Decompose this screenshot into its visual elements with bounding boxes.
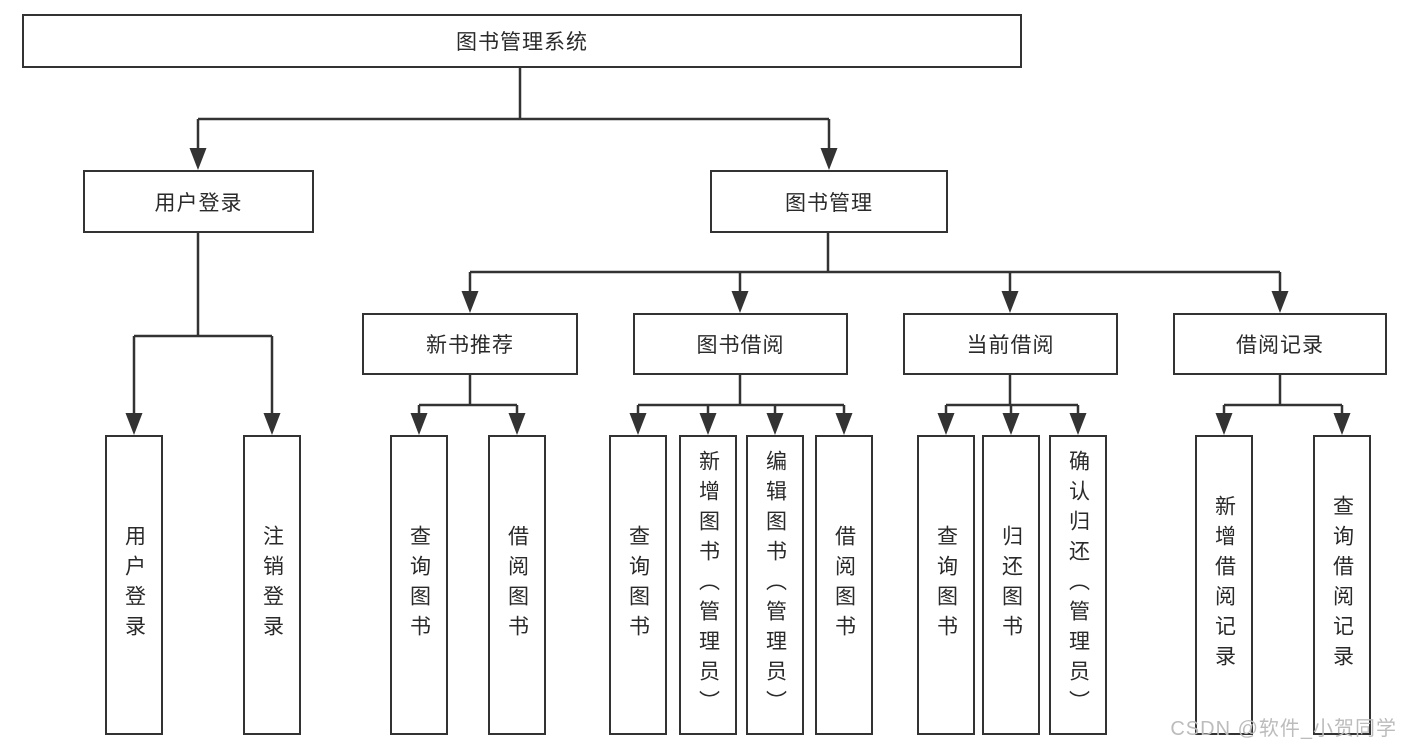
leaf-label: 注销登录 <box>260 525 284 645</box>
leaf-label: 查询借阅记录 <box>1330 495 1354 675</box>
node-user-login-branch: 用户登录 <box>83 170 314 233</box>
node-label: 当前借阅 <box>966 334 1055 357</box>
node-label: 新书推荐 <box>426 334 514 357</box>
csdn-watermark: CSDN @软件_小贺同学 <box>1170 718 1397 740</box>
leaf-edit-books-admin: 编辑图书（管理员） <box>746 435 804 735</box>
node-new-book-recommend: 新书推荐 <box>362 313 578 375</box>
leaf-logout: 注销登录 <box>243 435 301 735</box>
leaf-user-login: 用户登录 <box>105 435 163 735</box>
node-label: 用户登录 <box>154 191 243 215</box>
leaf-label: 查询图书 <box>934 525 958 645</box>
leaf-label: 用户登录 <box>122 525 146 645</box>
leaf-confirm-return-admin: 确认归还（管理员） <box>1049 435 1107 735</box>
arrowhead-icons <box>125 148 1351 435</box>
leaf-label: 查询图书 <box>626 525 650 645</box>
node-label: 图书借阅 <box>696 334 785 357</box>
node-root-library-system: 图书管理系统 <box>22 14 1022 68</box>
leaf-borrow-books-recommend: 借阅图书 <box>488 435 546 735</box>
node-label: 图书管理 <box>785 191 873 215</box>
leaf-query-books-borrowing: 查询图书 <box>609 435 667 735</box>
leaf-label: 查询图书 <box>407 525 431 645</box>
node-borrow-records: 借阅记录 <box>1173 313 1387 375</box>
leaf-label: 新增图书（管理员） <box>696 450 720 720</box>
node-current-borrowing: 当前借阅 <box>903 313 1118 375</box>
leaf-label: 新增借阅记录 <box>1212 495 1236 675</box>
leaf-add-borrow-record: 新增借阅记录 <box>1195 435 1253 735</box>
leaf-label: 编辑图书（管理员） <box>763 450 787 720</box>
node-book-borrowing: 图书借阅 <box>633 313 848 375</box>
leaf-add-books-admin: 新增图书（管理员） <box>679 435 737 735</box>
leaf-label: 归还图书 <box>999 525 1023 645</box>
node-label: 图书管理系统 <box>456 31 588 54</box>
leaf-borrow-books: 借阅图书 <box>815 435 873 735</box>
leaf-label: 确认归还（管理员） <box>1066 450 1090 720</box>
leaf-label: 借阅图书 <box>505 525 529 645</box>
leaf-return-books: 归还图书 <box>982 435 1040 735</box>
leaf-query-books-recommend: 查询图书 <box>390 435 448 735</box>
leaf-query-books-current: 查询图书 <box>917 435 975 735</box>
leaf-label: 借阅图书 <box>832 525 856 645</box>
leaf-query-borrow-record: 查询借阅记录 <box>1313 435 1371 735</box>
node-label: 借阅记录 <box>1236 334 1324 357</box>
node-book-management-branch: 图书管理 <box>710 170 948 233</box>
